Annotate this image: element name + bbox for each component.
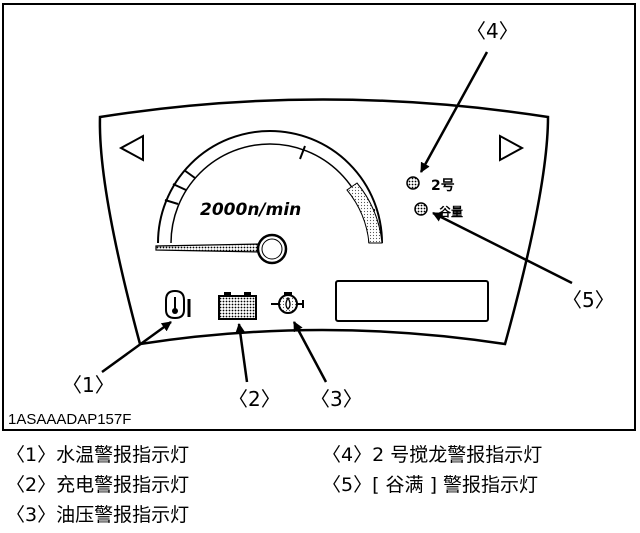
display-window xyxy=(335,280,489,322)
charging-warning-icon xyxy=(218,292,257,320)
tachometer xyxy=(155,130,383,265)
legend-item-2: 〈2〉充电警报指示灯 xyxy=(6,474,190,496)
lamp-2-auger-indicator xyxy=(406,176,420,190)
callout-arrow-3 xyxy=(292,321,328,383)
water-temperature-warning-icon xyxy=(165,289,191,320)
legend-item-3: 〈3〉油压警报指示灯 xyxy=(6,504,190,526)
legend-item-1: 〈1〉水温警报指示灯 xyxy=(6,444,190,466)
callout-label-2: 〈2〉 xyxy=(228,387,281,411)
lamp-2-auger-label: 2号 xyxy=(431,178,455,194)
callout-label-3: 〈3〉 xyxy=(310,387,363,411)
oil-pressure-warning-icon xyxy=(271,292,304,314)
lamp-grain-full-indicator xyxy=(414,202,428,216)
callout-label-4: 〈4〉 xyxy=(466,19,519,43)
callout-arrow-1 xyxy=(101,320,172,374)
rpm-label: 2000n/min xyxy=(200,200,301,220)
legend-right-column: 〈4〉2 号搅龙警报指示灯 〈5〉[ 谷满 ] 警报指示灯 xyxy=(322,440,542,500)
figure-code: 1ASAAADAP157F xyxy=(8,411,131,428)
right-turn-indicator-icon xyxy=(499,134,525,162)
legend-item-4: 〈4〉2 号搅龙警报指示灯 xyxy=(322,444,543,466)
callout-label-5: 〈5〉 xyxy=(562,288,615,312)
figure-frame xyxy=(2,3,636,431)
legend-left-column: 〈1〉水温警报指示灯 〈2〉充电警报指示灯 〈3〉油压警报指示灯 xyxy=(6,440,189,530)
left-turn-indicator-icon xyxy=(118,134,144,162)
legend-item-5: 〈5〉[ 谷满 ] 警报指示灯 xyxy=(322,474,539,496)
callout-arrow-2 xyxy=(235,323,249,383)
callout-label-1: 〈1〉 xyxy=(62,373,115,397)
lamp-grain-full-label: 谷量 xyxy=(439,204,463,219)
callout-arrow-5 xyxy=(432,211,573,285)
callout-arrow-4 xyxy=(419,51,489,173)
